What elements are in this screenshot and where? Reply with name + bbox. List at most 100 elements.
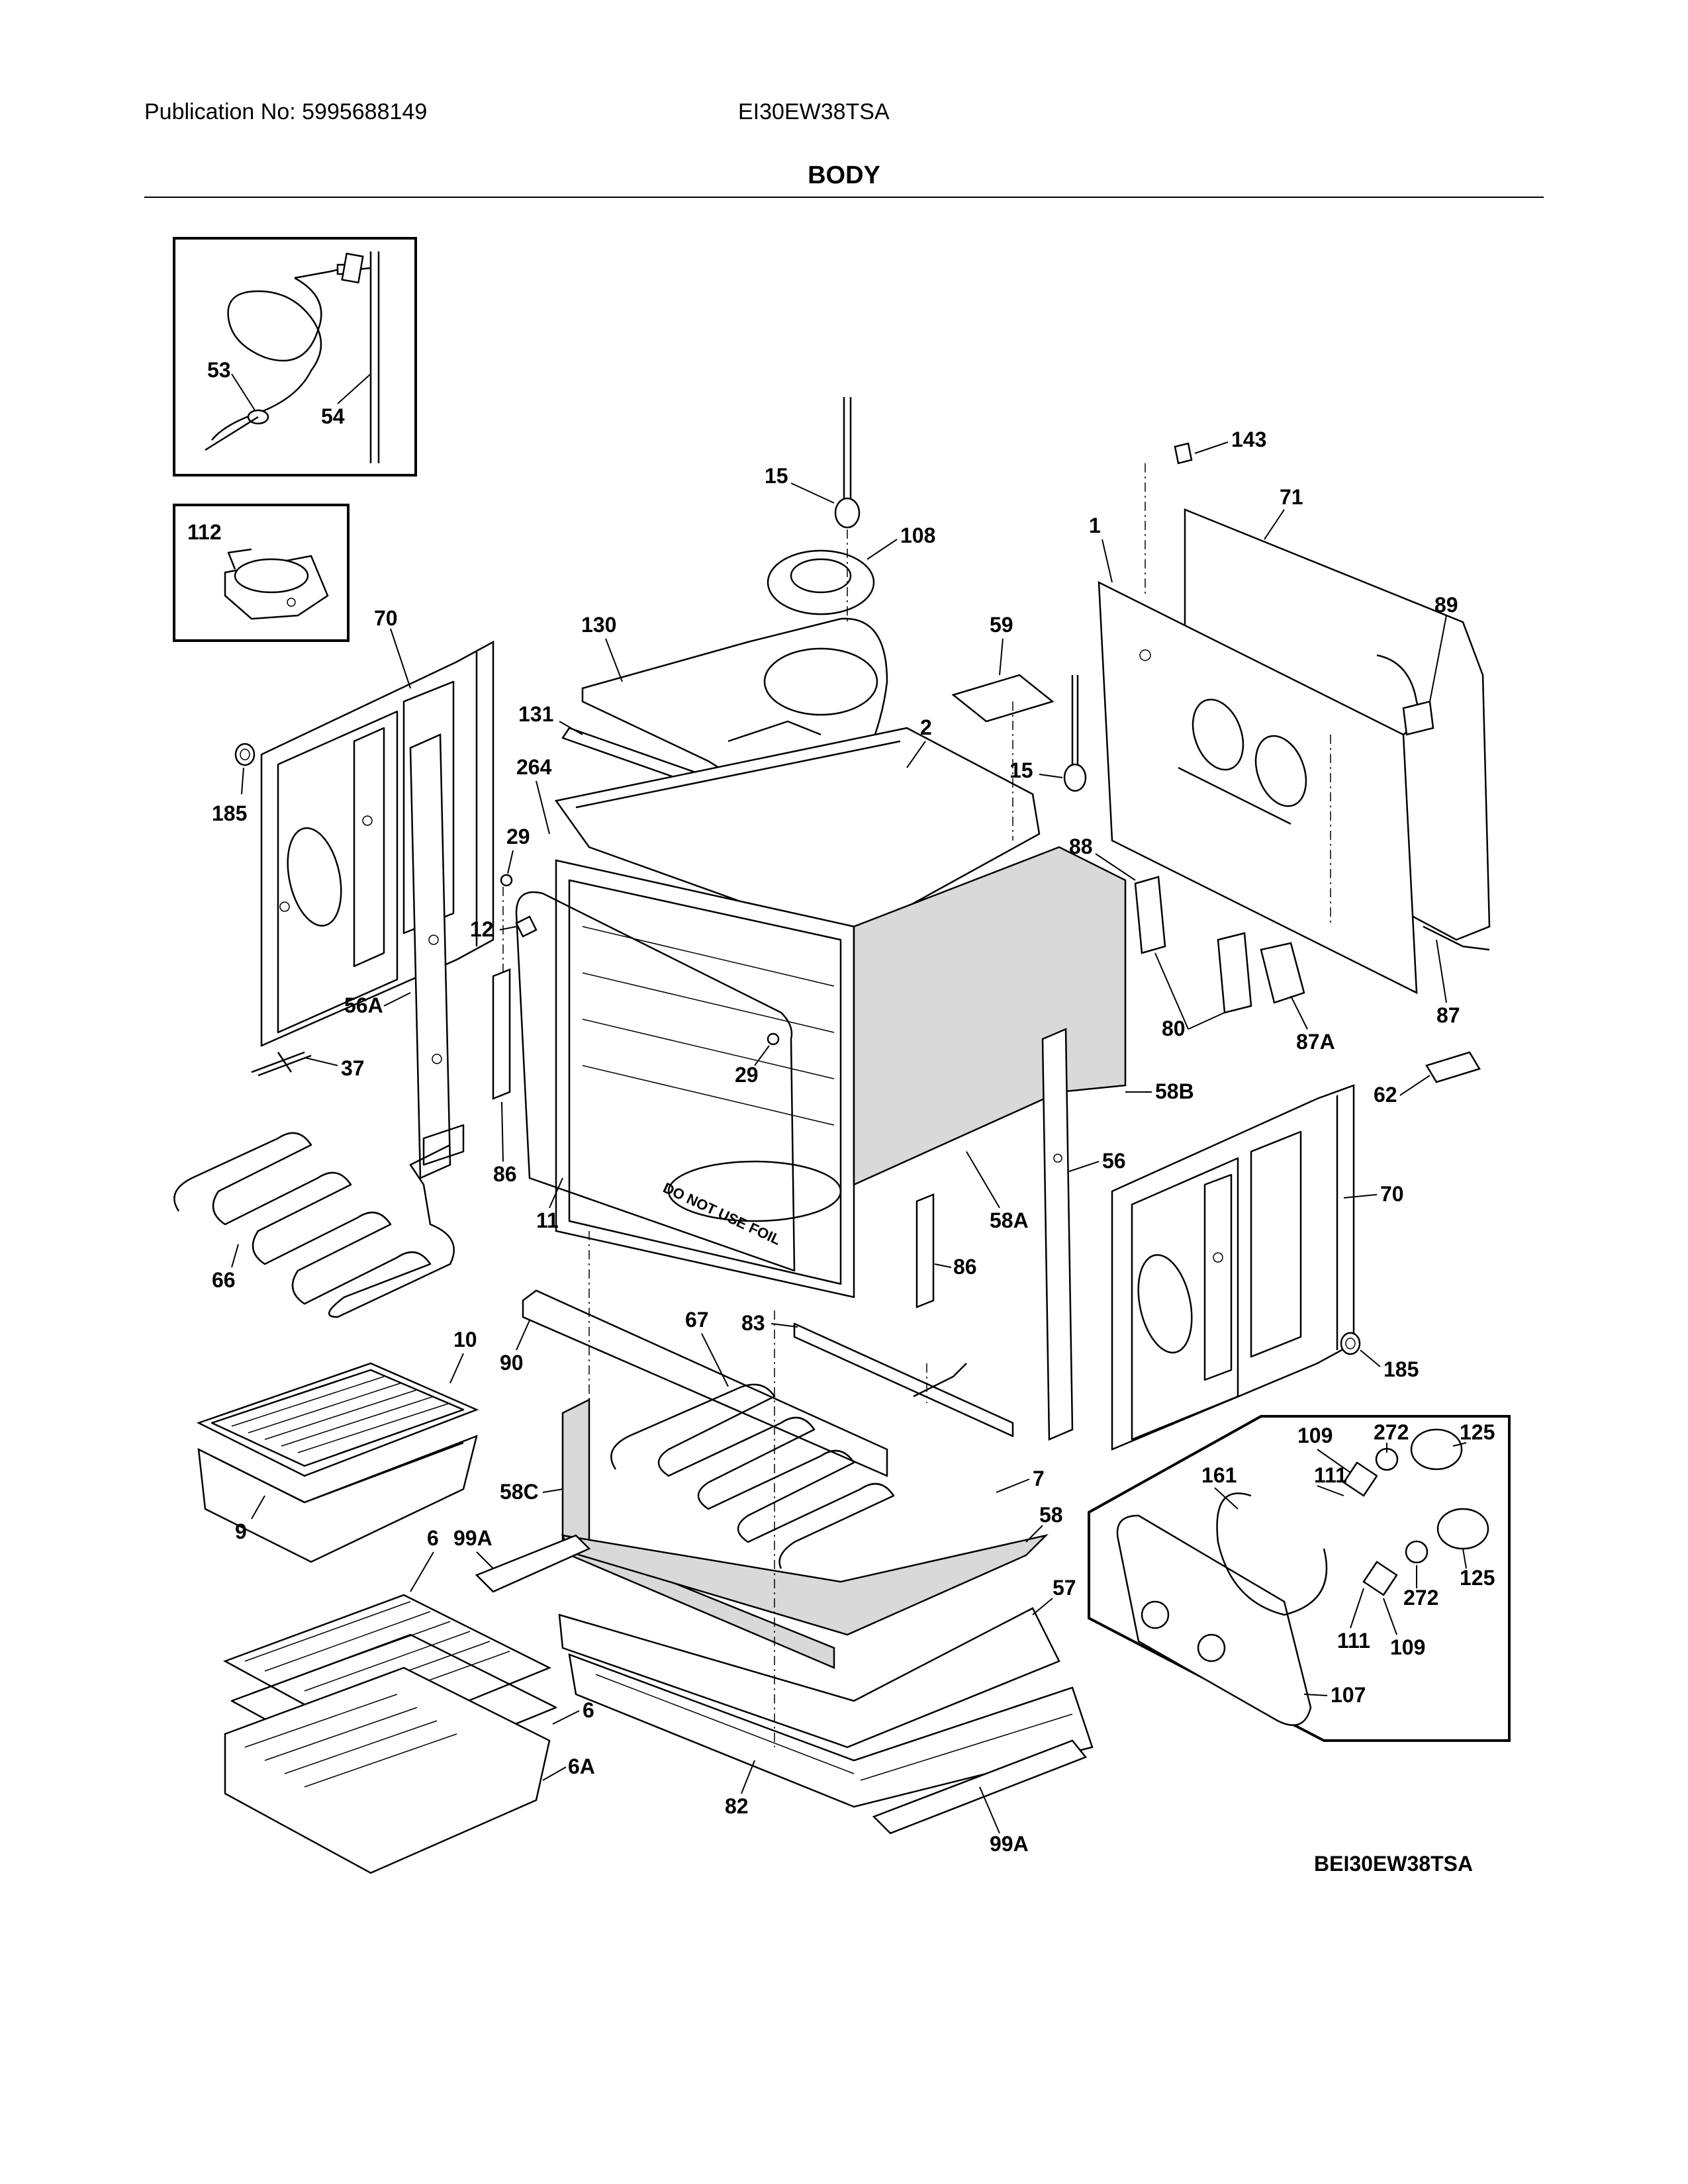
screw-29-left [500,874,513,887]
door-gasket-11 [515,891,796,1272]
callout-11: 11 [536,1208,559,1232]
callout-87A: 87A [1296,1030,1335,1054]
sensor-15-top [834,397,861,529]
oven-rack-6A-glide [224,1666,551,1874]
oven-top-2 [554,727,1041,941]
callout-125-bottom: 125 [1460,1566,1495,1590]
callout-15-top: 15 [765,464,788,488]
screw-29-right [767,1032,780,1046]
callout-112: 112 [187,520,222,544]
right-side-panel-70 [1111,1084,1355,1451]
callout-109-top: 109 [1297,1424,1333,1447]
callout-185-right: 185 [1383,1357,1419,1381]
callout-7: 7 [1033,1467,1045,1490]
callout-90: 90 [500,1351,524,1375]
strap-56A [409,733,451,1179]
callout-108: 108 [900,523,935,547]
callout-86-right: 86 [953,1255,977,1279]
callout-161: 161 [1201,1463,1237,1487]
broil-element-67 [610,1363,967,1569]
callout-12: 12 [470,917,494,941]
callout-56A: 56A [344,993,383,1017]
callout-107: 107 [1331,1683,1366,1707]
callout-53: 53 [207,358,231,382]
foot-185-right [1340,1332,1361,1355]
foot-185-left [234,743,256,766]
convection-detail-box [1088,1415,1511,1742]
model-number: EI30EW38TSA [738,99,890,124]
module-59 [951,674,1055,723]
publication-number: Publication No: 5995688149 [144,99,428,124]
callout-62: 62 [1374,1083,1397,1107]
broil-pan-10 [196,1362,479,1477]
callout-143: 143 [1231,428,1266,451]
inset-sensor-box [173,237,417,477]
callout-87: 87 [1436,1003,1460,1027]
callout-99A-left: 99A [453,1526,492,1550]
harness-89 [1376,654,1434,736]
callout-58C: 58C [500,1480,539,1504]
bake-element-66 [173,1124,465,1318]
callout-131: 131 [518,702,553,726]
broil-pan-9 [197,1434,478,1563]
callout-272-bottom: 272 [1403,1586,1438,1610]
insulation-58 [561,1533,1049,1636]
terminal-block-62 [1425,1051,1481,1083]
callout-130: 130 [581,613,616,637]
callout-1: 1 [1089,514,1101,537]
convection-fan-108 [767,529,875,622]
clip-143 [1174,442,1193,465]
callout-264: 264 [516,755,552,779]
hinge-86-left [492,968,511,1100]
left-side-panel-70 [260,640,494,1047]
callout-88: 88 [1069,835,1093,858]
callout-89: 89 [1434,593,1458,617]
trim-90 [522,1289,888,1477]
callout-80: 80 [1162,1017,1186,1040]
hinge-86-right [915,1193,935,1308]
callout-185-left: 185 [212,801,247,825]
callout-9: 9 [235,1520,247,1543]
callout-6-top: 6 [427,1526,439,1550]
oven-cavity [555,859,855,1298]
bake-element-connector-37 [251,1051,312,1077]
bottom-frame-82 [568,1653,1094,1808]
callout-6-mid: 6 [583,1698,594,1722]
callout-54: 54 [321,404,345,428]
wiring-87 [1423,925,1490,951]
callout-111-top: 111 [1314,1463,1347,1487]
callout-56: 56 [1102,1149,1126,1173]
callout-99A-right: 99A [990,1832,1029,1856]
callout-15-rear: 15 [1009,758,1033,782]
callout-58: 58 [1039,1503,1063,1527]
callout-58B: 58B [1155,1079,1194,1103]
callout-71: 71 [1280,485,1303,509]
callout-66: 66 [212,1268,236,1292]
callout-29-right: 29 [735,1063,759,1087]
strap-56 [1041,1028,1074,1441]
page-title: BODY [808,161,880,189]
callout-58A: 58A [990,1208,1029,1232]
diagram-code: BEI30EW38TSA [1314,1852,1474,1876]
callout-111-bottom: 111 [1337,1629,1370,1653]
callout-10: 10 [453,1328,477,1351]
callout-59: 59 [990,613,1013,637]
rear-panel-1 [1098,580,1418,995]
callout-86-left: 86 [493,1162,517,1186]
relay-87A [1260,942,1305,1004]
callout-67: 67 [685,1308,709,1332]
bracket-83 [793,1322,1014,1437]
callout-2: 2 [920,715,932,739]
bracket-80 [1134,876,1252,1014]
callout-125-top: 125 [1460,1420,1495,1444]
callout-82: 82 [725,1794,749,1818]
callout-29-left: 29 [506,825,530,848]
callout-6A: 6A [568,1754,595,1778]
callout-272-top: 272 [1374,1420,1409,1444]
insulation-58B [853,846,1127,1186]
bottom-tray-57 [558,1607,1060,1749]
callout-37: 37 [341,1056,365,1080]
callout-109-bottom: 109 [1390,1635,1425,1659]
sensor-15-rear [1063,675,1087,792]
